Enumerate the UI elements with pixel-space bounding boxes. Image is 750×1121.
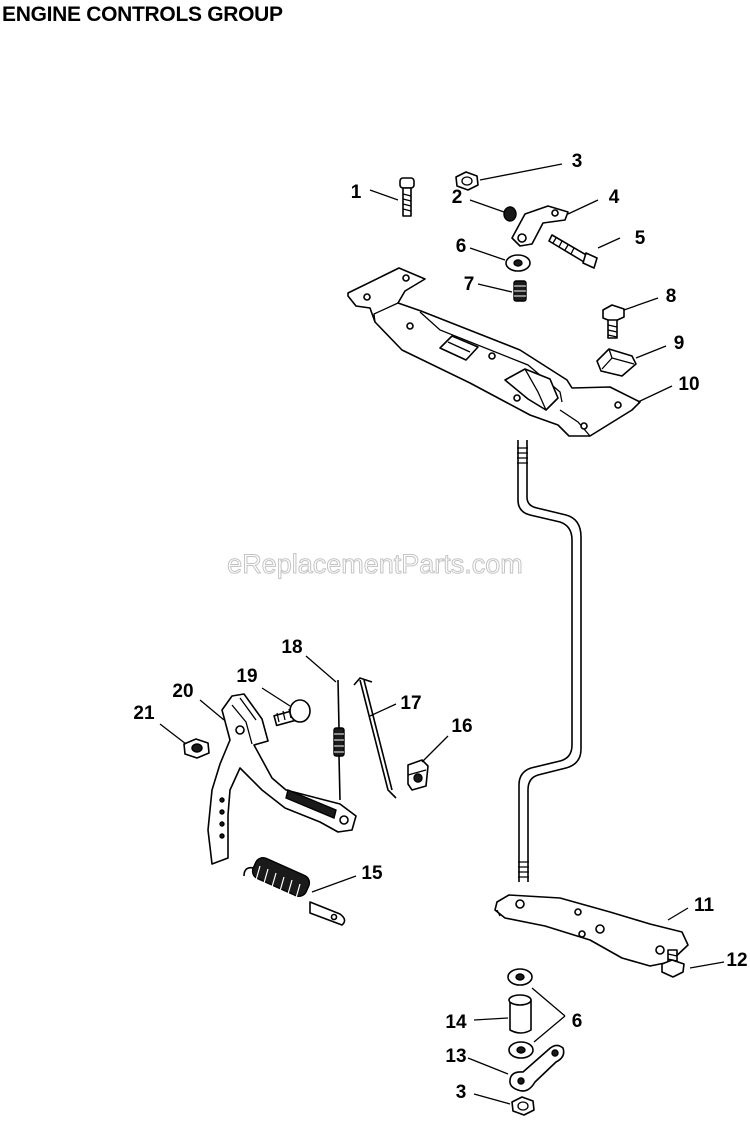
part-4-lever-plate <box>511 205 569 247</box>
callout-6-top: 6 <box>456 236 467 257</box>
callout-1: 1 <box>351 182 362 203</box>
part-21-nut <box>183 738 210 759</box>
part-18-spring-rod <box>333 679 345 801</box>
part-6-washer-top <box>505 254 531 272</box>
part-5-bolt <box>548 234 598 269</box>
page-title: ENGINE CONTROLS GROUP <box>2 3 283 26</box>
callout-5: 5 <box>635 228 646 249</box>
part-14-spacer <box>508 994 532 1034</box>
callout-14: 14 <box>445 1012 467 1033</box>
leader-lines <box>159 163 725 1105</box>
callout-labels: 1 2 3 4 5 6 7 8 9 10 11 12 13 14 15 16 1… <box>133 151 747 1103</box>
callout-20: 20 <box>172 681 193 702</box>
callout-2: 2 <box>452 187 463 208</box>
callout-10: 10 <box>678 374 699 395</box>
callout-15: 15 <box>361 863 383 884</box>
part-7-spring <box>513 280 527 302</box>
throttle-rod <box>517 440 582 882</box>
callout-7: 7 <box>464 274 475 295</box>
part-13-link <box>509 1044 565 1092</box>
part-8-bolt <box>602 304 625 339</box>
part-11-lower-plate <box>494 894 689 967</box>
callout-16: 16 <box>451 716 472 737</box>
part-2-ball <box>503 206 517 222</box>
callout-17: 17 <box>400 693 421 714</box>
watermark: eReplacementParts.com <box>227 549 523 579</box>
callout-21: 21 <box>133 703 155 724</box>
callout-6-lower: 6 <box>572 1011 583 1032</box>
callout-12: 12 <box>726 950 747 971</box>
part-6-washer-lower-a <box>507 968 533 986</box>
part-6-washer-lower-b <box>508 1041 534 1059</box>
callout-19: 19 <box>236 666 257 687</box>
callout-4: 4 <box>609 187 620 208</box>
part-3-nut-bottom <box>511 1096 535 1116</box>
callout-13: 13 <box>445 1046 466 1067</box>
callout-3-top: 3 <box>572 151 583 172</box>
part-17-rod <box>353 677 397 799</box>
callout-9: 9 <box>674 333 685 354</box>
callout-3-bottom: 3 <box>456 1082 467 1103</box>
callout-18: 18 <box>281 637 302 658</box>
callout-11: 11 <box>694 895 715 916</box>
part-9-clip <box>596 348 637 377</box>
part-10-control-bracket <box>347 267 641 437</box>
part-1-screw <box>399 177 415 217</box>
part-19-pin <box>273 699 311 727</box>
part-16-connector <box>407 759 429 791</box>
part-15-return-spring <box>243 857 346 926</box>
part-20-throttle-lever <box>207 693 357 865</box>
callout-8: 8 <box>666 286 677 307</box>
part-3-nut-top <box>455 171 479 191</box>
part-12-bolt <box>661 949 685 978</box>
